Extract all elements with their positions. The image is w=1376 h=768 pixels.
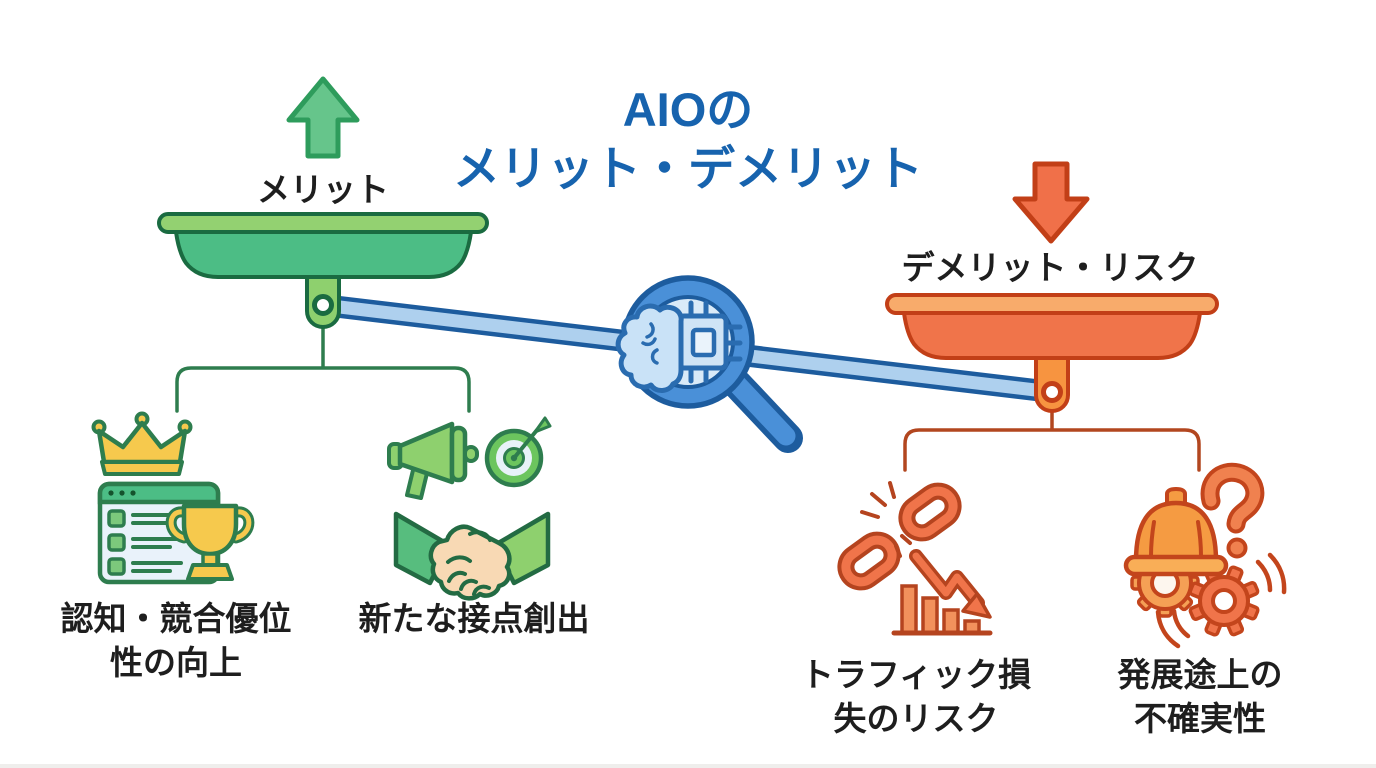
- declining-chart-icon: [891, 549, 993, 636]
- crown-ranking-browser-trophy-icon: [91, 411, 255, 585]
- broken-chain-icon: [837, 481, 962, 591]
- bottom-edge-line: [0, 764, 1376, 768]
- demerit-scale-pan: [885, 293, 1219, 414]
- title-line-2: メリット・デメリット: [453, 142, 923, 196]
- page-title: AIOの メリット・デメリット: [388, 80, 988, 198]
- brain-icon: [615, 303, 684, 393]
- megaphone-target-handshake-icon: [387, 416, 552, 601]
- demerit-item-2-label: 発展途上の 不確実性: [1117, 656, 1283, 737]
- demerit-item-1-label: トラフィック損 失のリスク: [800, 656, 1032, 737]
- merit-item-1-label: 認知・競合優位 性の向上: [60, 600, 292, 681]
- question-mark-icon: [1200, 462, 1265, 559]
- merit-pan-label: メリット: [257, 171, 389, 208]
- title-line-1: AIOの: [622, 83, 754, 136]
- target-icon: [484, 416, 552, 488]
- gear-right-icon: [1188, 565, 1260, 637]
- up-arrow-icon: [286, 76, 360, 159]
- hardhat-icon: [1123, 486, 1229, 577]
- merit-scale-pan: [157, 212, 489, 330]
- crown-icon: [91, 411, 193, 476]
- hardhat-gears-question-icon: [1123, 462, 1287, 649]
- down-arrow-icon: [1012, 161, 1090, 244]
- motion-lines: [1155, 552, 1287, 649]
- handshake-icon: [393, 511, 551, 601]
- merit-branch-bracket: [175, 325, 471, 413]
- merit-item-2-label: 新たな接点創出: [358, 600, 590, 637]
- megaphone-icon: [387, 421, 479, 500]
- demerit-pan-label: デメリット・リスク: [901, 249, 1199, 286]
- magnifying-glass-ai-brain-chip-icon: [615, 275, 803, 453]
- trophy-icon: [165, 503, 255, 581]
- demerit-branch-bracket: [903, 409, 1201, 472]
- broken-link-declining-chart-icon: [837, 481, 993, 636]
